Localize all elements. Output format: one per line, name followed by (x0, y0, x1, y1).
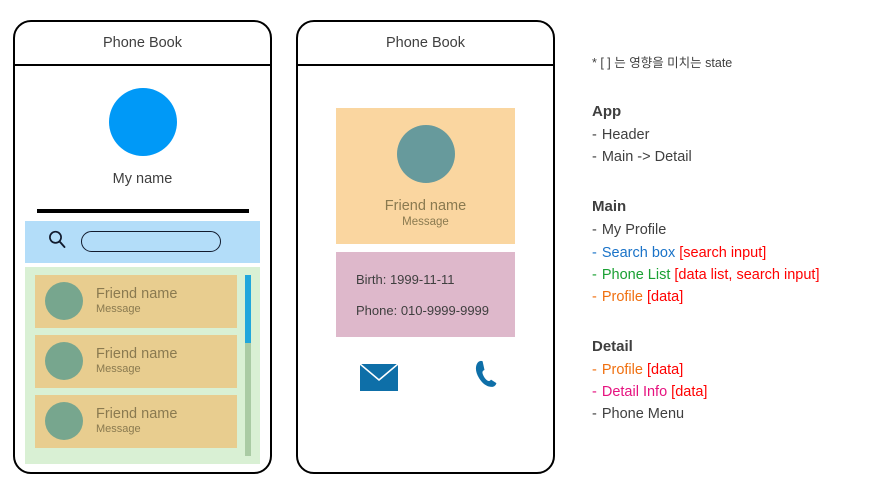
note-dash: - (592, 222, 597, 239)
note-state: [data list, search input] (674, 266, 820, 283)
note-dash: - (592, 244, 597, 261)
note-item: -Phone Menu (592, 403, 864, 425)
note-label: Profile (601, 288, 643, 305)
header-title: Phone Book (102, 35, 182, 51)
phone-list[interactable]: Friend name Message Friend name Message … (25, 266, 260, 464)
note-state: [data] (671, 384, 708, 401)
note-item: -Detail Info [data] (592, 381, 864, 403)
contact-name: Friend name (96, 285, 178, 302)
list-item-text: Friend name Message (96, 406, 177, 437)
contact-name: Friend name (96, 345, 178, 362)
note-dash: - (592, 149, 597, 166)
detail-info-birth: Birth: 1999-11-11 (356, 272, 455, 287)
note-item: -Header (592, 124, 864, 146)
note-item: -Search box [search input] (592, 242, 864, 264)
search-input[interactable] (81, 231, 221, 252)
mail-icon[interactable] (359, 362, 399, 396)
list-item[interactable]: Friend name Message (35, 334, 237, 388)
note-section-title: App (592, 103, 622, 120)
list-item-text: Friend name Message (96, 286, 177, 317)
list-item-text: Friend name Message (96, 346, 177, 377)
detail-info-card: Birth: 1999-11-11 Phone: 010-9999-9999 (336, 252, 515, 337)
my-profile-section[interactable]: My name (15, 66, 270, 187)
note-label: Search box (601, 244, 676, 261)
note-dash: - (592, 406, 597, 423)
profile-divider (36, 209, 249, 213)
main-screen-body: My name Friend name Message (15, 66, 270, 472)
note-label: My Profile (601, 222, 667, 239)
note-state: [data] (646, 288, 684, 305)
note-dash: - (592, 384, 597, 401)
note-item: -Phone List [data list, search input] (592, 264, 864, 286)
note-section-title: Detail (592, 338, 633, 356)
user-avatar-circle-icon (108, 88, 177, 156)
header-detail: Phone Book (298, 22, 553, 66)
note-item: -Main -> Detail (592, 146, 864, 168)
contact-message: Message (96, 303, 141, 316)
annotation-panel: * [ ] 는 영향을 미치는 state App -Header -Main … (592, 52, 864, 456)
note-section-app: App -Header -Main -> Detail (592, 103, 864, 168)
contact-avatar-circle-icon (45, 282, 83, 320)
note-label: Main -> Detail (601, 149, 692, 166)
note-dash: - (592, 288, 597, 305)
note-item: -Profile [data] (592, 286, 864, 308)
note-label: Profile (601, 362, 643, 379)
phone-menu (298, 359, 553, 400)
header-main: Phone Book (15, 22, 270, 66)
contact-message: Message (96, 423, 141, 436)
note-item: -Profile [data] (592, 359, 864, 381)
contact-name: Friend name (96, 405, 178, 422)
detail-profile-name: Friend name (384, 198, 467, 214)
detail-profile-message: Message (402, 216, 449, 228)
legend-note: * [ ] 는 영향을 미치는 state (592, 56, 733, 70)
contact-avatar-circle-icon (45, 342, 83, 380)
contact-avatar-circle-icon (396, 125, 455, 183)
note-label: Header (601, 127, 650, 143)
contact-avatar-circle-icon (45, 402, 83, 440)
header-title: Phone Book (385, 35, 465, 51)
phone-mockup-detail: Phone Book Friend name Message Birth: 19… (296, 20, 555, 474)
phone-list-items: Friend name Message Friend name Message … (35, 274, 237, 456)
note-dash: - (592, 127, 597, 143)
list-item[interactable]: Friend name Message (35, 274, 237, 328)
list-item[interactable]: Friend name Message (35, 394, 237, 448)
phone-icon[interactable] (470, 359, 506, 400)
phone-mockup-main: Phone Book My name Friend name (13, 20, 272, 474)
note-label: Phone Menu (601, 406, 685, 423)
note-dash: - (592, 266, 597, 283)
note-section-main: Main -My Profile -Search box [search inp… (592, 198, 864, 308)
note-label: Detail Info (601, 384, 668, 401)
note-state: [search input] (679, 244, 767, 261)
detail-info-phone: Phone: 010-9999-9999 (356, 303, 490, 318)
search-box[interactable] (25, 220, 260, 263)
scrollbar-thumb[interactable] (245, 274, 251, 344)
note-section-detail: Detail -Profile [data] -Detail Info [dat… (592, 338, 864, 426)
note-label: Phone List (601, 266, 671, 283)
detail-profile-card[interactable]: Friend name Message (336, 108, 515, 244)
phone-list-scrollbar[interactable] (245, 274, 251, 456)
my-profile-name: My name (112, 171, 173, 187)
note-state: [data] (646, 362, 684, 379)
detail-screen-body: Friend name Message Birth: 1999-11-11 Ph… (298, 108, 553, 472)
search-icon (47, 229, 68, 255)
note-item: -My Profile (592, 219, 864, 241)
note-section-title: Main (592, 198, 627, 216)
contact-message: Message (96, 363, 141, 376)
note-dash: - (592, 362, 597, 379)
